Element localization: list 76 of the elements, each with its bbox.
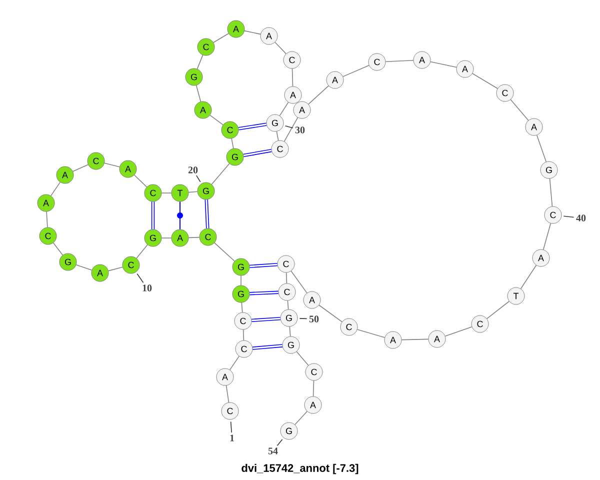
backbone-line [226, 385, 230, 403]
backbone-line [284, 117, 298, 142]
base-pair-line [243, 148, 272, 158]
backbone-line [510, 99, 529, 121]
base-pair-line [252, 344, 282, 350]
base-pair-line [252, 316, 280, 322]
number-label: 1 [230, 434, 234, 442]
backbone-line [286, 272, 288, 284]
number-label: 10 [142, 284, 152, 292]
backbone-line [213, 33, 229, 43]
leader-line [299, 318, 308, 320]
number-label: 54 [268, 448, 278, 454]
backbone-line [161, 192, 172, 194]
backbone-line [274, 42, 286, 54]
backbone-line [486, 300, 510, 320]
backbone-line [549, 178, 553, 207]
base-pair-line [177, 201, 183, 230]
backbone-line [536, 134, 547, 162]
leader-line [276, 438, 283, 446]
backbone-line [108, 266, 123, 272]
backbone-line [196, 84, 202, 102]
backbone-line [290, 270, 308, 294]
backbone-line [356, 329, 386, 338]
backbone-line [76, 264, 92, 271]
number-label: 20 [188, 166, 198, 174]
base-pair-line [238, 122, 267, 130]
backbone-line [242, 329, 244, 341]
base-pair-line [250, 262, 278, 268]
leader-line [136, 273, 144, 283]
backbone-line [211, 163, 230, 185]
backbone-line [520, 264, 537, 290]
backbone-line [134, 174, 148, 188]
backbone-line [296, 351, 309, 366]
backbone-line [188, 236, 200, 238]
backbone-line [430, 61, 457, 68]
backbone-line [214, 242, 235, 262]
leader-line [284, 125, 294, 128]
backbone-line [188, 191, 198, 193]
backbone-line [542, 222, 552, 250]
backbone-line [231, 138, 234, 149]
backbone-line [308, 85, 329, 105]
backbone-line [72, 164, 88, 172]
backbone-line [385, 60, 414, 62]
leader-line [196, 175, 201, 182]
backbone-line [292, 68, 294, 87]
leader-line [563, 216, 574, 218]
backbone-line [287, 300, 289, 310]
backbone-line [472, 73, 498, 89]
backbone-line [46, 211, 48, 228]
number-label: 40 [576, 214, 586, 222]
base-pair-line [151, 202, 155, 230]
backbone-line [318, 304, 342, 322]
backbone-line [136, 244, 148, 259]
backbone-line [230, 356, 240, 370]
number-label: 30 [295, 126, 305, 134]
backbone-line [289, 326, 291, 337]
backbone-line [342, 65, 370, 77]
base-pair-line [204, 200, 210, 228]
base-pair-line [250, 290, 278, 296]
backbone-line [244, 30, 261, 35]
backbone-line [210, 114, 224, 126]
backbone-line [52, 242, 64, 256]
backbone-line [312, 380, 314, 397]
backbone-line [276, 131, 279, 141]
backbone-line [241, 302, 243, 313]
backbone-line [294, 410, 308, 425]
backbone-line [196, 54, 204, 70]
backbone-line [444, 326, 472, 337]
title: dvi_15742_annot [-7.3] [242, 464, 358, 474]
backbone-line [401, 338, 429, 340]
leader-line [230, 421, 232, 433]
number-label: 50 [309, 316, 319, 322]
backbone-line [104, 162, 120, 168]
backbone-line [279, 102, 289, 116]
backbone-line [50, 182, 61, 196]
backbone-line [240, 275, 242, 286]
